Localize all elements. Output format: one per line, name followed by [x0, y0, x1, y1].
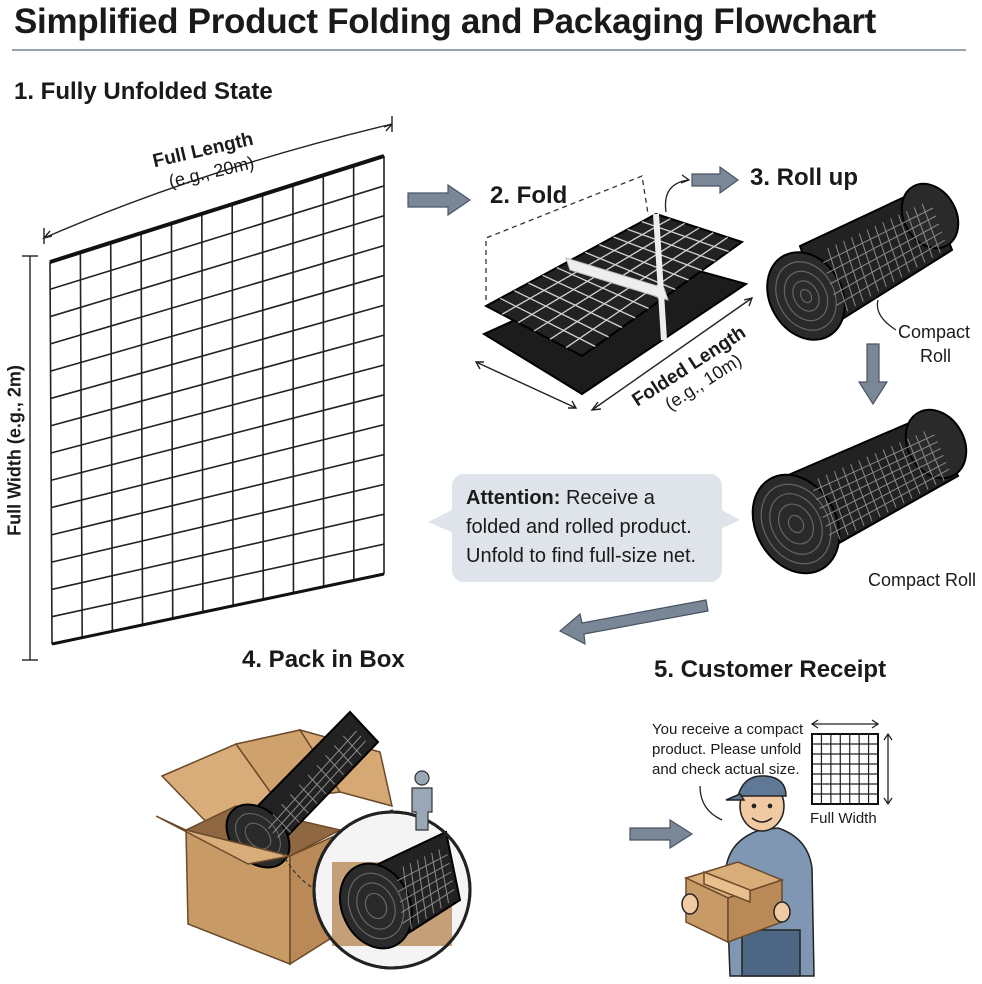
receipt-note-line-3: and check actual size.: [652, 761, 800, 778]
compact-roll-label-2: Compact Roll: [868, 570, 977, 590]
full-width-label-text: Full Width (e.g., 2m): [4, 365, 25, 536]
step-2-heading: 2. Fold: [490, 182, 568, 209]
step-5-heading: 5. Customer Receipt: [654, 656, 887, 683]
attention-callout-text: Attention: Receive a folded and rolled p…: [466, 484, 716, 571]
compact-roll-label-1b: Roll: [920, 346, 952, 366]
person-scale-icon: [411, 770, 433, 831]
attention-callout: [452, 474, 722, 582]
receipt-note: You receive a compact product. Please un…: [652, 720, 803, 780]
receipt-note-line-2: product. Please unfold: [652, 741, 802, 758]
package-box-icon: [683, 861, 785, 944]
step-4-heading: 4. Pack in Box: [242, 646, 405, 673]
full-width-small-label: Full Width: [810, 810, 877, 827]
step-3-heading: 3. Roll up: [750, 164, 858, 191]
arrow-to-customer: [629, 818, 694, 850]
title-divider: [12, 49, 966, 51]
arrow-roll-down: [857, 343, 889, 406]
receipt-note-line-1: You receive a compact: [652, 721, 804, 738]
arrow-step1-to-step2: [407, 183, 472, 217]
step-1-heading: 1. Fully Unfolded State: [14, 78, 273, 105]
arrow-step2-to-step3: [691, 165, 740, 195]
delivery-person-icon: [725, 775, 815, 977]
attention-label: Attention:: [466, 487, 561, 509]
compact-roll-2: [751, 408, 968, 575]
compact-roll-label-1a: Compact: [898, 322, 971, 342]
full-width-label: Full Width (e.g., 2m): [5, 346, 26, 556]
attention-line-1: Receive a: [560, 487, 655, 509]
page-title: Simplified Product Folding and Packaging…: [14, 2, 877, 41]
attention-line-2: folded and rolled product.: [466, 516, 692, 538]
arrow-to-pack: [558, 599, 709, 646]
attention-line-3: Unfold to find full-size net.: [466, 545, 697, 567]
